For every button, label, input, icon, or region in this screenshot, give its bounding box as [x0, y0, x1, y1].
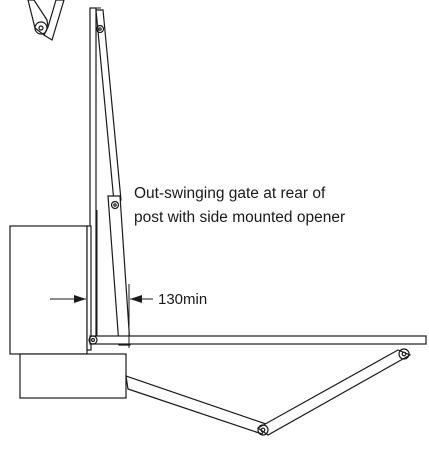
motor-housing — [9, 225, 127, 399]
annotation-line-1: Out-swinging gate at rear of — [134, 185, 326, 202]
annotation-line-2: post with side mounted opener — [134, 209, 345, 226]
gate-leaf — [88, 335, 427, 345]
upper-opener-arm — [27, 0, 65, 41]
lower-opener-arm — [125, 348, 412, 436]
gate-post — [89, 7, 101, 339]
opener-swing-arm — [95, 9, 131, 346]
inner-post — [86, 210, 98, 351]
dimension-arrows — [50, 284, 153, 348]
dimension-label: 130min — [158, 291, 207, 308]
